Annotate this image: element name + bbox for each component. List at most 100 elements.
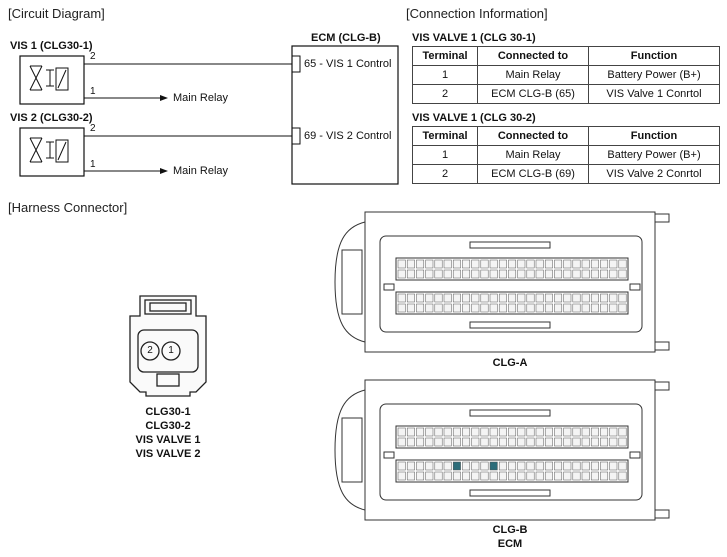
- header-terminal: Terminal: [412, 46, 478, 66]
- clg-a-pin: [563, 293, 572, 303]
- clg-b-pin: [480, 471, 489, 481]
- ecm-connectors-drawing: [334, 211, 670, 521]
- clg-b-pin: [434, 471, 443, 481]
- clg-b-pin: [397, 437, 406, 447]
- clg-b-pin: [508, 437, 517, 447]
- small-connector-pin-2: 2: [147, 345, 153, 356]
- clg-b-pin: [489, 427, 498, 437]
- clg-b-pin: [544, 471, 553, 481]
- clg-a-pin: [618, 269, 627, 279]
- clg-a-pin: [462, 293, 471, 303]
- cell: Battery Power (B+): [588, 65, 720, 85]
- clg-a-pin: [480, 293, 489, 303]
- clg-a-pin: [416, 269, 425, 279]
- clg-a-pin: [480, 303, 489, 313]
- clg-a-pin: [572, 303, 581, 313]
- clg-a-pin: [572, 259, 581, 269]
- connection-table-2: Terminal Connected to Function 1 Main Re…: [412, 126, 720, 184]
- cell: Main Relay: [477, 65, 589, 85]
- clg-b-pin: [480, 437, 489, 447]
- clg-a-pin: [600, 293, 609, 303]
- clg-a-pin: [581, 269, 590, 279]
- clg-b-pin: [452, 461, 461, 471]
- clg-b-pin: [434, 437, 443, 447]
- clg-b-latch-block: [341, 417, 363, 483]
- clg-b-pin: [462, 471, 471, 481]
- clg-a-pin: [554, 303, 563, 313]
- clg-b-pin: [618, 437, 627, 447]
- clg-b-pin: [425, 427, 434, 437]
- clg-a-pin: [498, 259, 507, 269]
- clg-a-pin: [434, 269, 443, 279]
- clg-a-pin: [600, 269, 609, 279]
- clg-a-pin: [471, 269, 480, 279]
- clg-a-pin: [563, 303, 572, 313]
- clg-b-pin: [581, 437, 590, 447]
- clg-a-pin: [581, 293, 590, 303]
- clg-b-pin: [590, 461, 599, 471]
- clg-b-pin: [600, 427, 609, 437]
- table1-title: VIS VALVE 1 (CLG 30-1): [412, 32, 536, 44]
- cell: ECM CLG-B (69): [477, 164, 589, 184]
- clg-b-shell: [364, 379, 656, 521]
- caption-line: CLG30-2: [145, 420, 191, 432]
- clg-a-pin: [554, 269, 563, 279]
- clg-b-pin: [600, 461, 609, 471]
- clg-b-pin: [572, 437, 581, 447]
- cell: 1: [412, 145, 478, 165]
- clg-a-pin: [600, 259, 609, 269]
- clg-a-pin: [609, 259, 618, 269]
- clg-b-pin: [434, 427, 443, 437]
- clg-a-pin: [526, 259, 535, 269]
- clg-b-pin: [581, 427, 590, 437]
- clg-b-pin: [554, 437, 563, 447]
- clg-b-pin: [572, 461, 581, 471]
- clg-b-pin: [434, 461, 443, 471]
- header-connected-to: Connected to: [477, 46, 589, 66]
- clg-a-pin: [563, 259, 572, 269]
- clg-a-pin: [517, 293, 526, 303]
- table2-title: VIS VALVE 1 (CLG 30-2): [412, 112, 536, 124]
- connection-table-1: Terminal Connected to Function 1 Main Re…: [412, 46, 720, 104]
- clg-a-pin: [590, 293, 599, 303]
- clg-b-slot-left: [383, 451, 395, 459]
- clg-a-pin: [517, 303, 526, 313]
- clg-a-pin: [508, 293, 517, 303]
- vis2-arrow: [160, 168, 168, 174]
- vis2-pin1-label: 1: [90, 159, 96, 170]
- ecm-pin1-bracket: [292, 55, 301, 73]
- clg-a-pin: [416, 293, 425, 303]
- clg-a-pin: [434, 293, 443, 303]
- clg-b-pin: [572, 427, 581, 437]
- ecm-pin-65-label: 65 - VIS 1 Control: [304, 58, 392, 70]
- clg-b-pin: [480, 461, 489, 471]
- clg-a-pin: [452, 303, 461, 313]
- clg-b-pin: [517, 461, 526, 471]
- clg-a-pin: [508, 269, 517, 279]
- vis2-valve-symbol: [29, 137, 69, 163]
- clg-b-ear-bottom: [654, 509, 670, 519]
- cell: VIS Valve 2 Conrtol: [588, 164, 720, 184]
- clg-a-pin: [572, 269, 581, 279]
- clg-a-pin: [581, 303, 590, 313]
- clg-a-face: [379, 235, 643, 333]
- clg-b-pin: [508, 471, 517, 481]
- clg-b-pin: [544, 461, 553, 471]
- clg-a-pin-block-upper: [395, 257, 629, 281]
- clg-b-pin: [489, 461, 498, 471]
- clg-b-pin: [581, 471, 590, 481]
- clg-b-pin: [517, 427, 526, 437]
- clg-b-pin: [563, 461, 572, 471]
- clg-a-key-bottom: [469, 321, 551, 329]
- clg-b-pin: [590, 437, 599, 447]
- clg-a-pin: [498, 293, 507, 303]
- clg-a-pin: [462, 259, 471, 269]
- clg-a-pin: [609, 293, 618, 303]
- header-connected-to: Connected to: [477, 126, 589, 146]
- cell: 2: [412, 84, 478, 104]
- clg-a-ear-bottom: [654, 341, 670, 351]
- clg-a-pin: [480, 269, 489, 279]
- clg-a-ear-top: [654, 213, 670, 223]
- clg-a-pin: [416, 303, 425, 313]
- ecm-label: ECM (CLG-B): [311, 32, 381, 44]
